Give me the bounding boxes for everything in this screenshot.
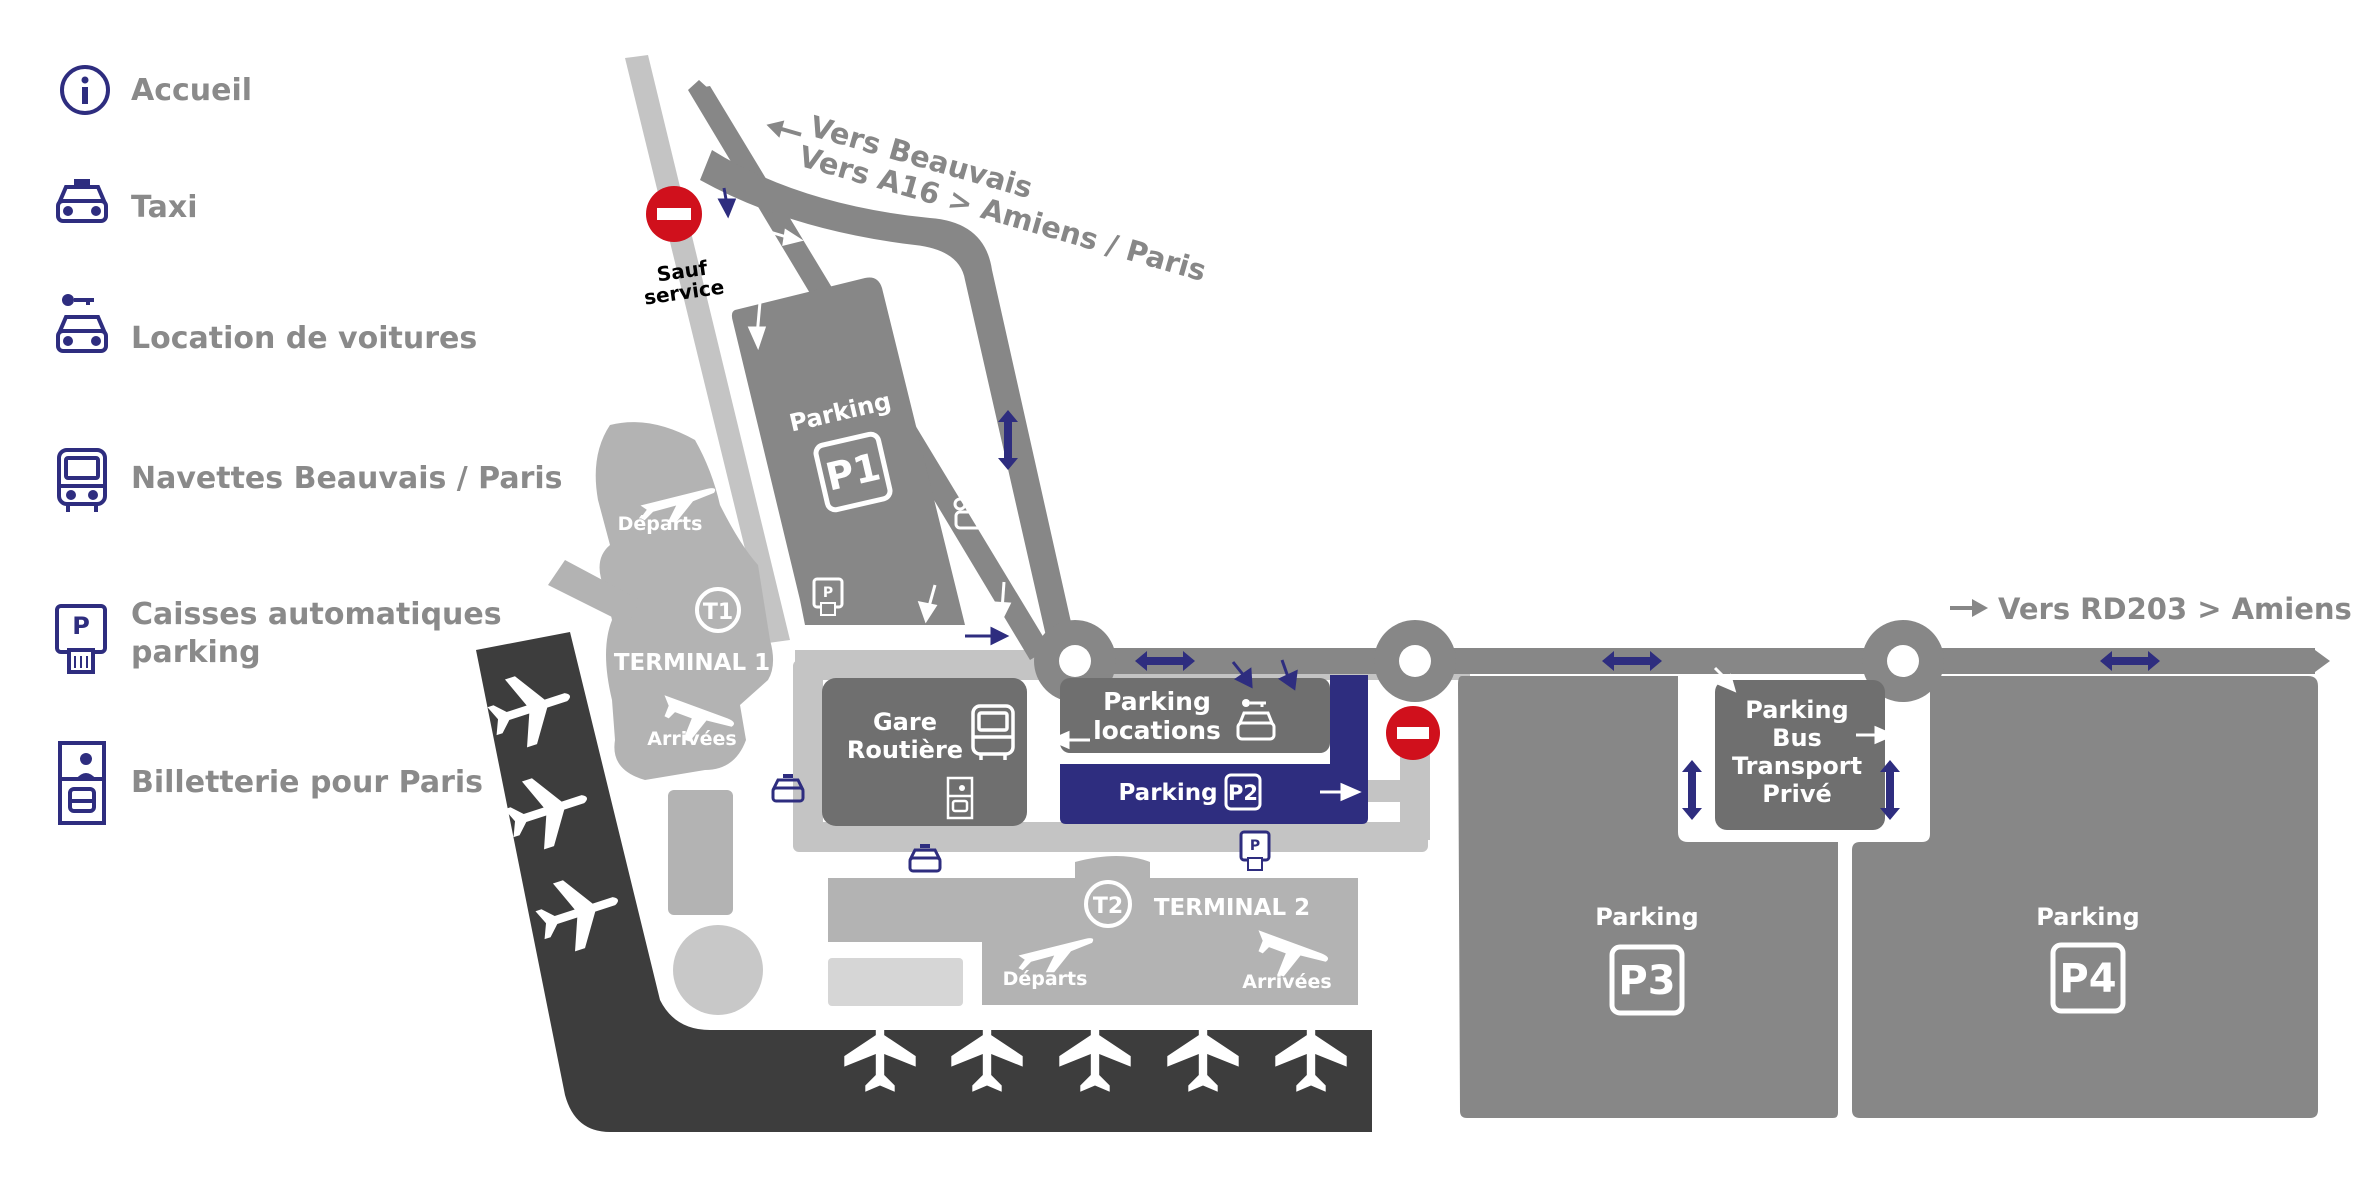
bus-icon bbox=[57, 448, 107, 512]
terminal-2-label: TERMINAL 2 bbox=[1154, 895, 1310, 921]
vers-rd203-arrow bbox=[1950, 599, 1988, 617]
vers-rd203-label: Vers RD203 > Amiens bbox=[1998, 592, 2352, 626]
legend-taxi: Taxi bbox=[131, 190, 197, 225]
legend-accueil: Accueil bbox=[131, 73, 252, 108]
parking-locations-area bbox=[1060, 678, 1330, 753]
departs-t1-label: Départs bbox=[618, 513, 703, 535]
gare-label-line1: Gare bbox=[873, 708, 937, 736]
svg-text:P: P bbox=[72, 612, 90, 640]
gare-label-line2: Routière bbox=[847, 736, 963, 764]
bus-label-line4: Privé bbox=[1762, 780, 1832, 808]
svg-text:P: P bbox=[1250, 838, 1260, 854]
gare-ticket-icon bbox=[946, 776, 974, 820]
taxi-t2-icon bbox=[908, 844, 942, 873]
terminal-1-label: TERMINAL 1 bbox=[614, 650, 770, 676]
info-icon bbox=[60, 65, 110, 115]
bus-label-line2: Bus bbox=[1772, 724, 1822, 752]
arrivees-t1-label: Arrivées bbox=[647, 728, 736, 750]
bus-label-line1: Parking bbox=[1745, 696, 1848, 724]
apron bbox=[476, 632, 1372, 1132]
p1-payment-icon: P bbox=[812, 577, 844, 616]
arrivees-t2-label: Arrivées bbox=[1242, 971, 1331, 993]
no-entry-icon bbox=[646, 186, 702, 242]
parking-payment-icon: P bbox=[55, 604, 107, 674]
ticket-office-icon bbox=[58, 741, 106, 825]
taxi-t1-icon bbox=[771, 774, 805, 803]
legend-navettes: Navettes Beauvais / Paris bbox=[131, 461, 563, 496]
parking-locations-line2: locations bbox=[1093, 716, 1221, 745]
departs-t2-label: Départs bbox=[1003, 968, 1088, 990]
t2-text: T2 bbox=[1093, 894, 1123, 919]
parking-p4-area bbox=[1852, 676, 2318, 1118]
gare-routiere-area bbox=[822, 678, 1027, 826]
parking-p2-label: Parking bbox=[1118, 780, 1217, 806]
terminal-2-annex bbox=[828, 958, 963, 1006]
terminal-2-building bbox=[828, 856, 1358, 1005]
p3-text: P3 bbox=[1618, 958, 1675, 1004]
p2-text: P2 bbox=[1228, 781, 1258, 805]
parking-p3-label: Parking bbox=[1595, 903, 1698, 931]
bus-label-line3: Transport bbox=[1732, 752, 1862, 780]
drop-off-icon bbox=[953, 496, 1006, 530]
terminal-1-building bbox=[595, 422, 774, 780]
taxi-icon bbox=[56, 179, 108, 223]
traffic-arrows bbox=[747, 228, 1896, 802]
no-entry-icon bbox=[1386, 706, 1440, 760]
legend: Accueil Taxi Location de voitures Navett… bbox=[55, 65, 563, 825]
p2-payment-icon: P bbox=[1239, 830, 1271, 871]
t1-text: T1 bbox=[703, 600, 733, 625]
p4-text: P4 bbox=[2059, 956, 2116, 1002]
parking-locations-line1: Parking bbox=[1103, 687, 1211, 716]
parking-p4-label: Parking bbox=[2036, 903, 2139, 931]
service-label: service bbox=[642, 275, 725, 310]
t1-badge: T1 bbox=[695, 587, 741, 633]
t2-badge: T2 bbox=[1084, 880, 1132, 928]
legend-location: Location de voitures bbox=[131, 321, 477, 356]
terminal-1-rotunda bbox=[673, 925, 763, 1015]
roundabouts bbox=[1034, 620, 1944, 702]
terminal-1-annex bbox=[668, 790, 733, 915]
legend-caisses-line2: parking bbox=[131, 635, 261, 670]
locations-car-key-icon bbox=[1236, 699, 1276, 741]
parking-p3-area bbox=[1458, 676, 1838, 1118]
car-key-icon bbox=[56, 294, 108, 353]
legend-caisses-line1: Caisses automatiques bbox=[131, 597, 502, 632]
vers-beauvais-arrow bbox=[766, 120, 802, 138]
parking-p1-area bbox=[731, 277, 965, 625]
navy-arrows bbox=[717, 187, 1298, 691]
p4-sign: P4 bbox=[2050, 942, 2126, 1014]
two-way-arrows bbox=[998, 410, 2160, 820]
terminal-1-jetway bbox=[548, 560, 640, 625]
p2-sign: P2 bbox=[1224, 773, 1262, 811]
parking-bus-area bbox=[1715, 680, 1885, 830]
p3-sign: P3 bbox=[1609, 944, 1685, 1016]
parking-p2-area bbox=[1060, 675, 1368, 824]
gare-bus-icon bbox=[971, 704, 1015, 760]
svg-text:P: P bbox=[823, 585, 833, 601]
legend-billetterie: Billetterie pour Paris bbox=[131, 765, 483, 800]
